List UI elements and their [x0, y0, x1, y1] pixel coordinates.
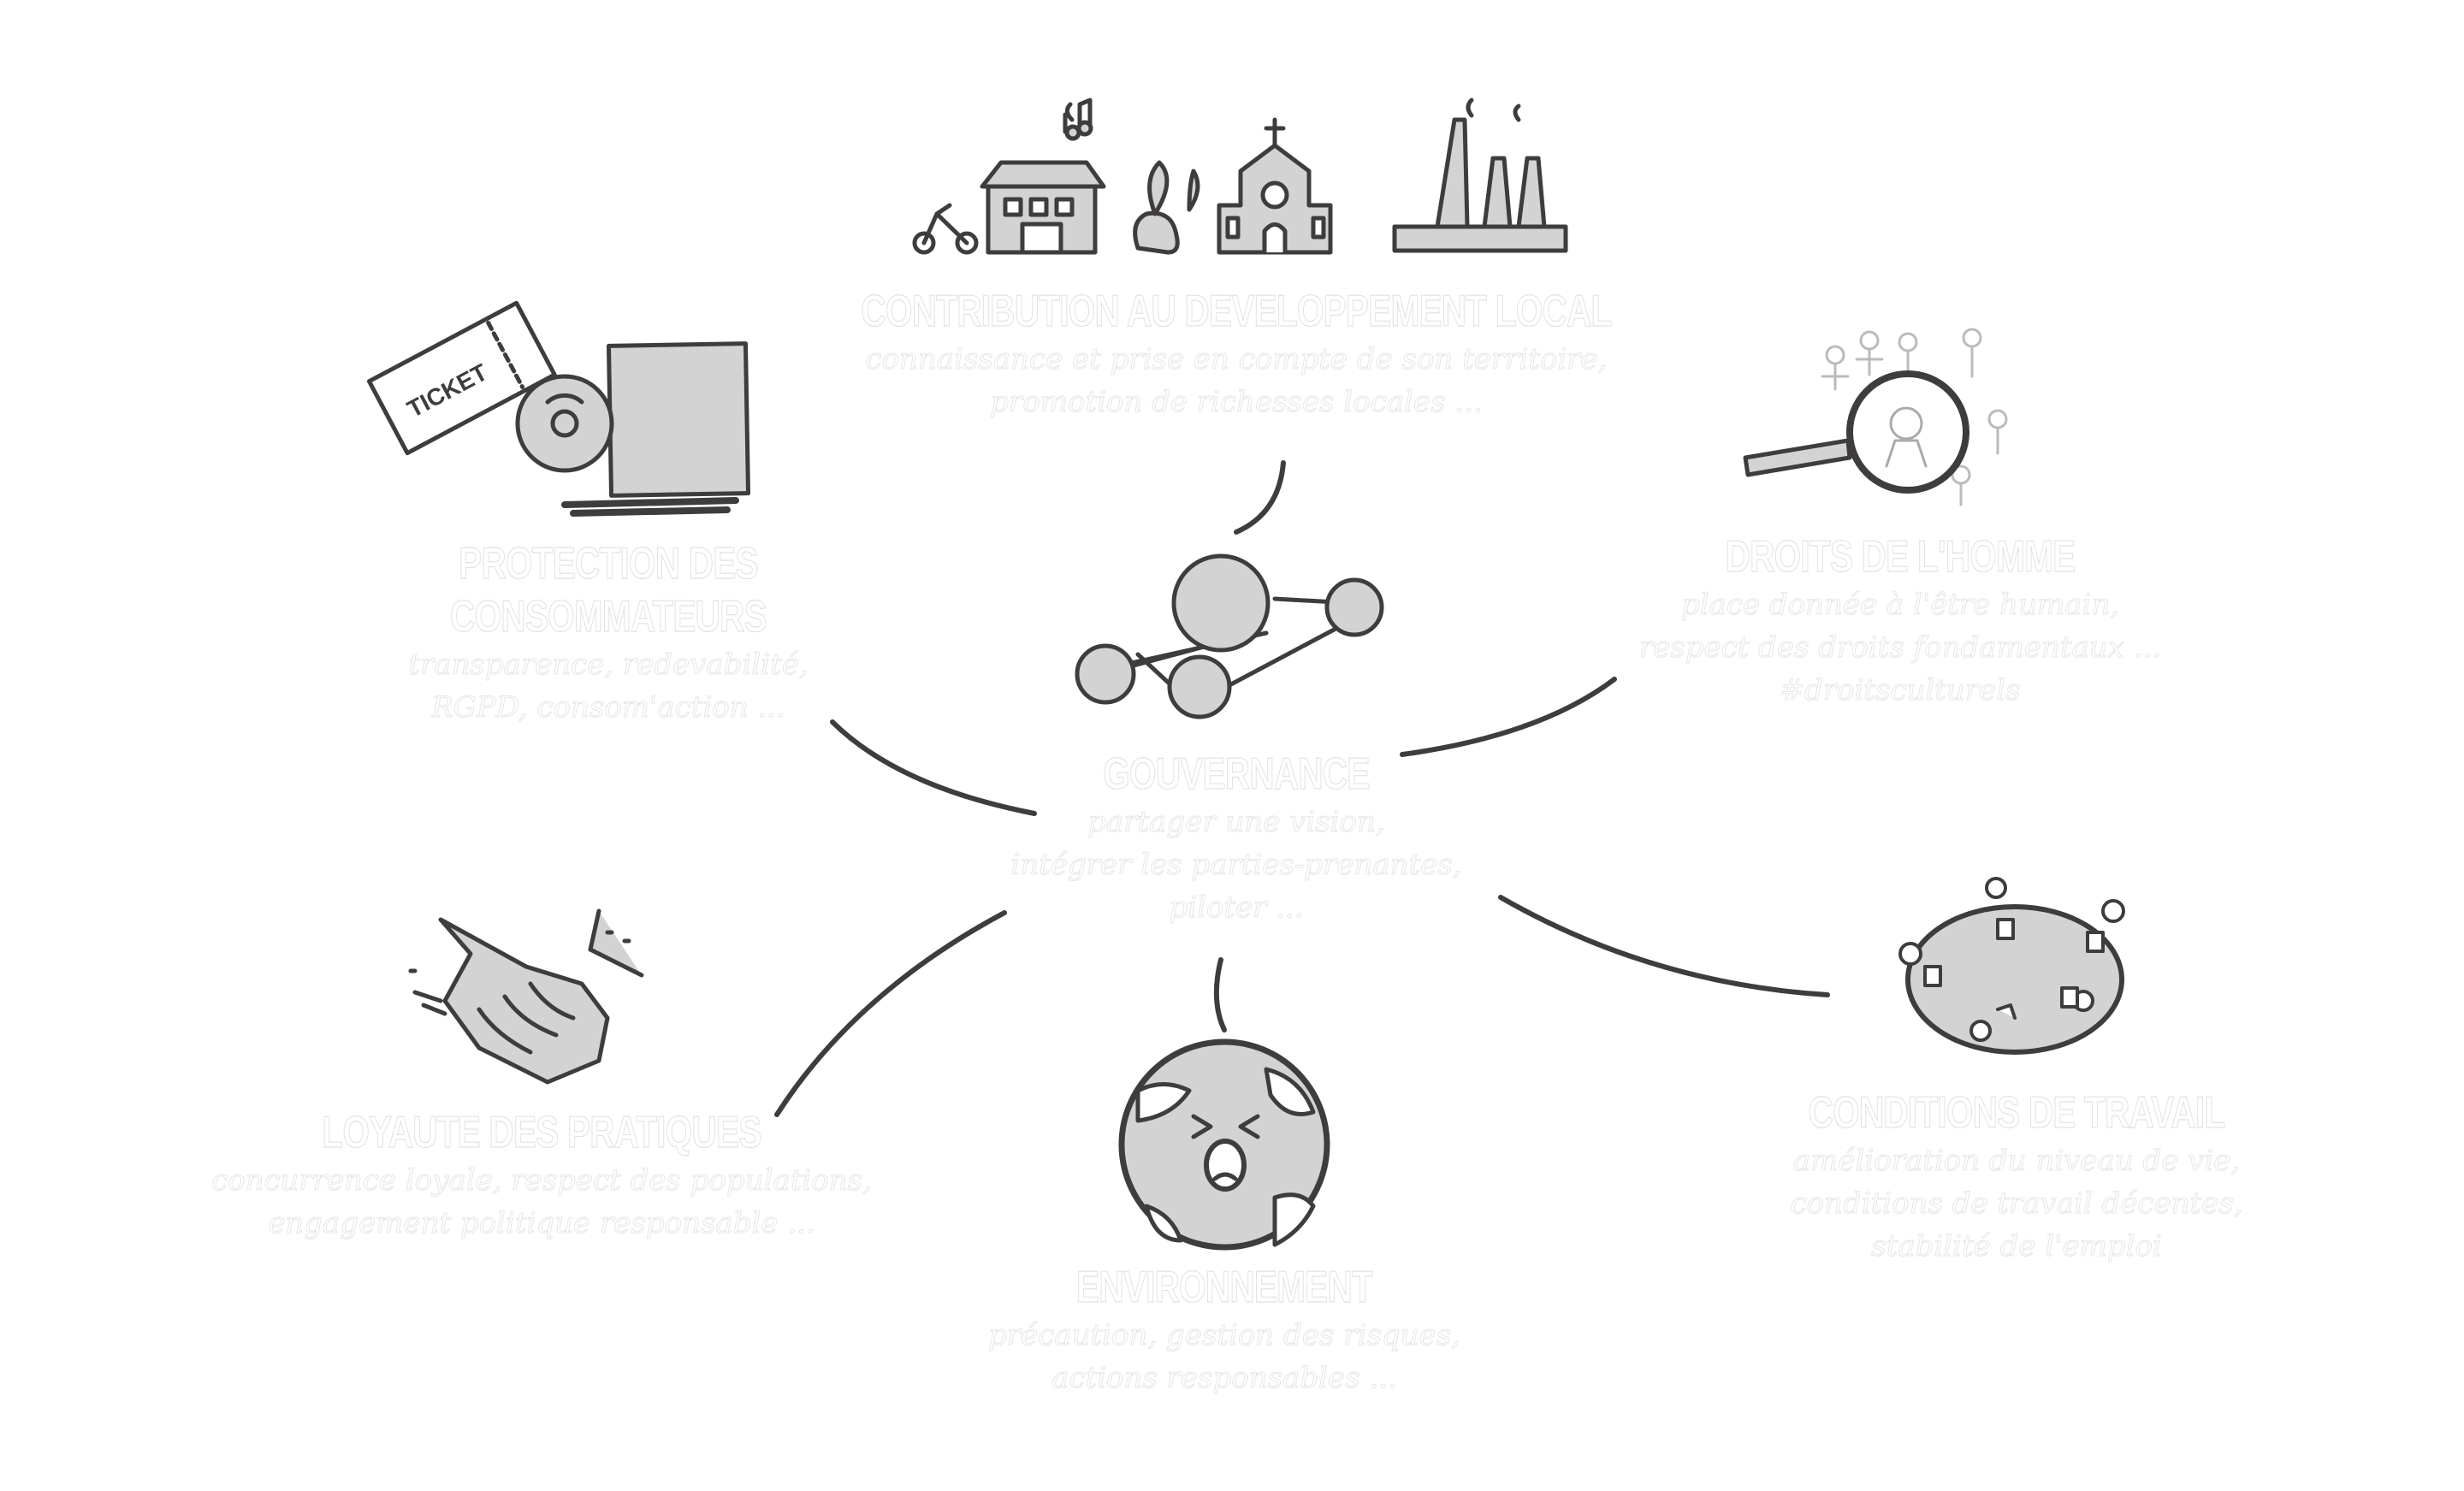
town-skyline-icon: [912, 98, 1568, 255]
theme-description: actions responsables ...: [1051, 1361, 1398, 1396]
theme-description: intégrer les parties-prenantes,: [1010, 848, 1462, 883]
theme-title: DROITS DE L'HOMME: [1725, 531, 2076, 582]
theme-fair-practices: LOYAUTE DES PRATIQUES concurrence loyale…: [211, 1106, 873, 1245]
theme-title: CONTRIBUTION AU DEVELOPPEMENT LOCAL: [861, 286, 1613, 336]
connector-top: [1234, 460, 1286, 535]
theme-description: respect des droits fondamentaux ...: [1638, 630, 2162, 666]
theme-description: précaution, gestion des risques,: [988, 1318, 1461, 1353]
theme-description: RGPD, consom'action ...: [431, 690, 786, 725]
theme-description: engagement politique responsable ...: [268, 1206, 815, 1241]
theme-title: ENVIRONNEMENT: [1076, 1262, 1374, 1312]
theme-description: piloter ...: [1169, 890, 1304, 926]
theme-title: CONSOMMATEURS: [450, 591, 768, 642]
theme-consumer-protection: PROTECTION DES CONSOMMATEURS transparenc…: [406, 537, 811, 729]
theme-title: LOYAUTE DES PRATIQUES: [322, 1107, 762, 1157]
handshake-icon: [408, 908, 644, 1085]
theme-title: GOUVERNANCE: [1103, 748, 1371, 799]
connector-bottom: [1213, 957, 1227, 1032]
theme-work-conditions: CONDITIONS DE TRAVAIL amélioration du ni…: [1750, 1086, 2283, 1268]
meeting-table-icon: [1898, 877, 2125, 1055]
theme-description: partager une vision,: [1087, 805, 1385, 840]
theme-hashtag: #droitsculturels: [1780, 673, 2021, 708]
theme-description: place donnée à l'être humain,: [1680, 588, 2120, 623]
theme-human-rights: DROITS DE L'HOMME place donnée à l'être …: [1638, 530, 2162, 712]
theme-description: transparence, redevabilité,: [408, 648, 808, 683]
theme-environment: ENVIRONNEMENT précaution, gestion des ri…: [988, 1261, 1461, 1399]
theme-title: CONDITIONS DE TRAVAIL: [1808, 1087, 2226, 1138]
earth-face-icon: [1118, 1038, 1330, 1251]
theme-description: conditions de travail décentes,: [1790, 1186, 2243, 1222]
connector-top-left: [830, 719, 1037, 816]
theme-local-development: CONTRIBUTION AU DEVELOPPEMENT LOCAL conn…: [755, 285, 1717, 423]
theme-description: promotion de richesses locales ...: [990, 385, 1483, 420]
theme-description: connaissance et prise en compte de son t…: [865, 342, 1608, 377]
theme-description: amélioration du niveau de vie,: [1792, 1144, 2241, 1179]
network-icon: [1075, 553, 1384, 719]
theme-description: stabilité de l'emploi: [1871, 1229, 2163, 1264]
theme-description: concurrence loyale, respect des populati…: [211, 1163, 873, 1198]
theme-governance: GOUVERNANCE partager une vision, intégre…: [1010, 748, 1462, 929]
connector-top-right: [1400, 677, 1617, 757]
connector-bottom-left: [774, 910, 1007, 1117]
ticket-cd-box-icon: TICKET: [366, 300, 751, 517]
theme-title: PROTECTION DES: [459, 538, 759, 589]
connectors: [774, 460, 1830, 1117]
connector-bottom-right: [1498, 895, 1830, 997]
magnifier-people-icon: [1743, 328, 2008, 506]
